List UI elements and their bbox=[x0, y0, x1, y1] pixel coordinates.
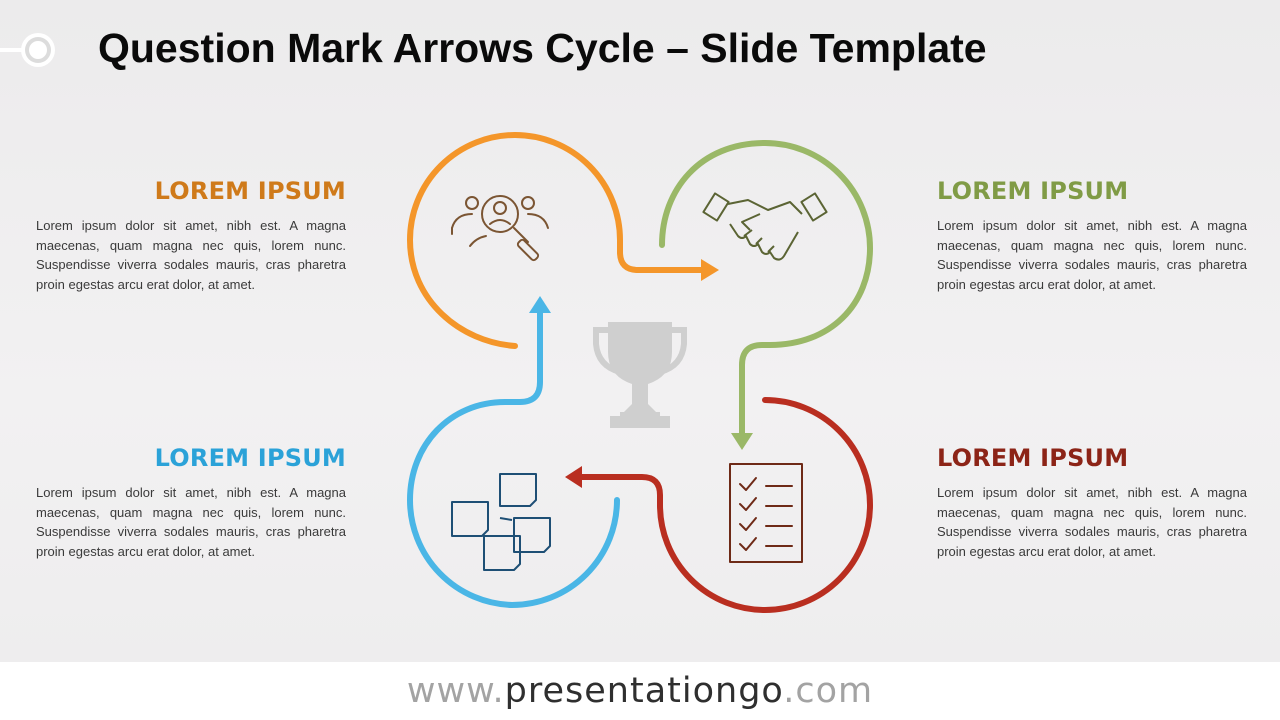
orange-arrow bbox=[407, 132, 711, 349]
page-title: Question Mark Arrows Cycle – Slide Templ… bbox=[98, 25, 987, 71]
section-4: LOREM IPSUM Lorem ipsum dolor sit amet, … bbox=[937, 443, 1247, 561]
section-2: LOREM IPSUM Lorem ipsum dolor sit amet, … bbox=[937, 176, 1247, 294]
footer-url[interactable]: www.presentationgo.com bbox=[0, 662, 1280, 720]
section-3-text: Lorem ipsum dolor sit amet, nibh est. A … bbox=[36, 485, 346, 559]
footer: www.presentationgo.com bbox=[0, 662, 1280, 720]
section-1-text: Lorem ipsum dolor sit amet, nibh est. A … bbox=[36, 218, 346, 292]
sticky-notes-icon bbox=[451, 473, 551, 571]
trophy-icon bbox=[593, 322, 687, 428]
checklist-icon bbox=[729, 463, 803, 563]
team-search-icon bbox=[451, 195, 549, 262]
section-2-heading: LOREM IPSUM bbox=[937, 177, 1129, 205]
section-4-text: Lorem ipsum dolor sit amet, nibh est. A … bbox=[937, 485, 1247, 559]
section-1: LOREM IPSUM Lorem ipsum dolor sit amet, … bbox=[36, 176, 346, 294]
orange-arrowhead bbox=[701, 259, 719, 281]
footer-url-domain: presentationgo bbox=[504, 671, 784, 711]
section-4-heading: LOREM IPSUM bbox=[937, 444, 1129, 472]
section-3-heading: LOREM IPSUM bbox=[154, 444, 346, 472]
blue-arrow bbox=[407, 305, 620, 608]
blue-arrowhead bbox=[529, 296, 551, 313]
green-arrowhead bbox=[731, 433, 753, 450]
key-icon bbox=[0, 33, 55, 67]
footer-url-prefix: www. bbox=[406, 671, 505, 711]
handshake-icon bbox=[702, 192, 828, 261]
green-arrow bbox=[659, 140, 873, 441]
cycle-diagram bbox=[407, 132, 873, 613]
footer-url-suffix: .com bbox=[783, 671, 874, 711]
section-3: LOREM IPSUM Lorem ipsum dolor sit amet, … bbox=[36, 443, 346, 561]
red-arrowhead bbox=[565, 466, 582, 488]
section-1-heading: LOREM IPSUM bbox=[154, 177, 346, 205]
red-arrow bbox=[571, 397, 873, 613]
section-2-text: Lorem ipsum dolor sit amet, nibh est. A … bbox=[937, 218, 1247, 292]
